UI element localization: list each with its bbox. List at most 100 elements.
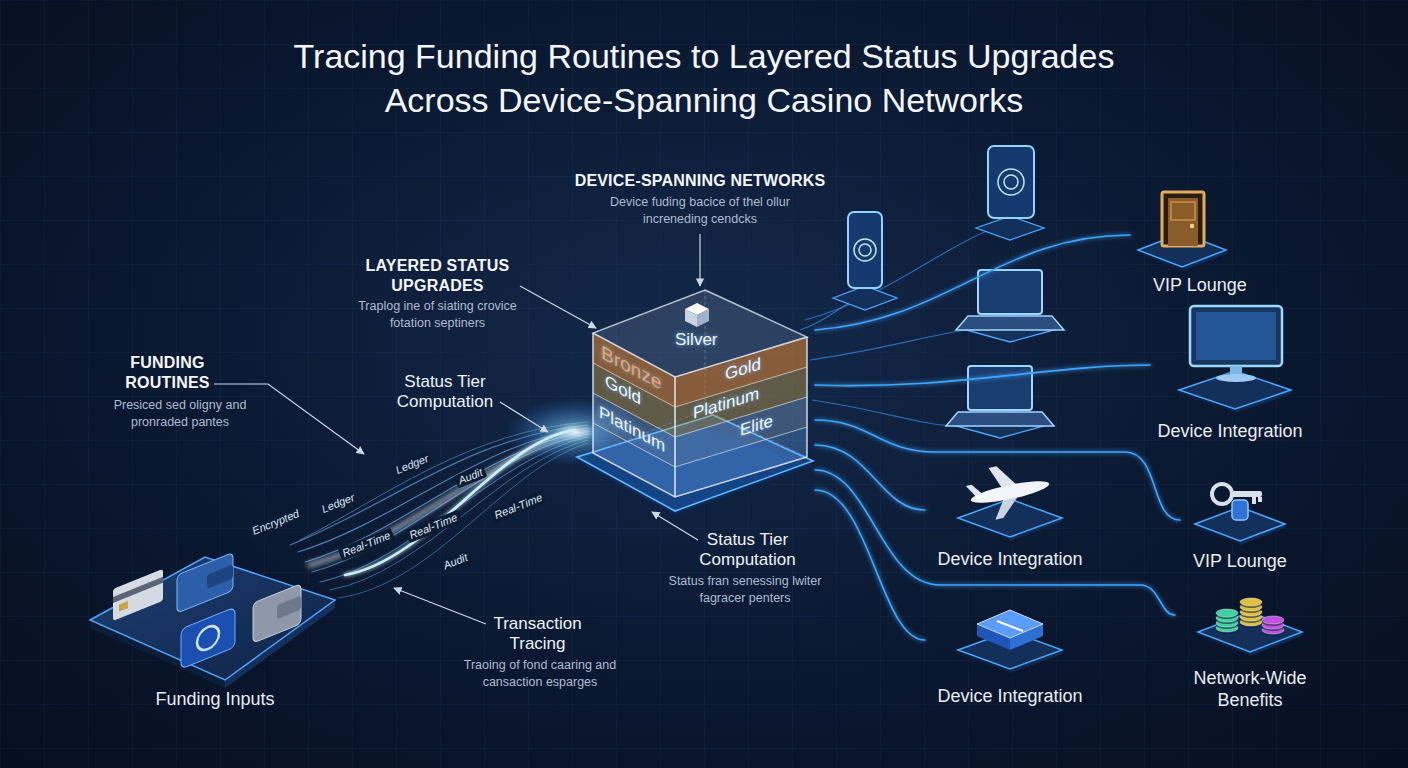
tier-label: Silver	[675, 330, 718, 350]
laptop-icon	[946, 412, 1054, 426]
funding-platform-shape	[90, 557, 335, 680]
benefit-tile-shape	[1216, 374, 1256, 382]
benefit-tile-shape	[958, 456, 1062, 541]
funding-platform-shape	[113, 577, 163, 603]
callout-note: Traoing of fond caaring and cansaction e…	[445, 657, 635, 691]
tablet-icon	[998, 169, 1024, 195]
leader-lines	[699, 234, 700, 286]
tile-label: Device Integration	[925, 548, 1095, 570]
callout-label: Transaction Tracing	[475, 614, 600, 654]
benefit-tile-shape	[1168, 198, 1198, 246]
stream-tag: Real-Time	[490, 490, 547, 523]
stream-tag: Ledger	[317, 490, 359, 517]
benefit-tile-shape	[1171, 202, 1195, 220]
funding-platform-shape	[197, 623, 219, 654]
leader-lines	[652, 512, 698, 540]
benefit-tile-shape	[1190, 306, 1282, 366]
funding-platform-shape	[253, 584, 301, 643]
tile-label: Device Integration	[925, 685, 1095, 707]
callout-note: Presiced sed oligny and pronraded pantes	[95, 397, 265, 431]
funding-platform-shape	[90, 552, 335, 688]
funding-stream	[338, 443, 588, 598]
benefit-tile-shape	[1198, 598, 1302, 656]
funding-platform-shape	[181, 607, 235, 669]
benefit-tile: VIP Lounge	[1180, 470, 1300, 574]
funding-platform: Funding Inputs	[85, 545, 345, 715]
diagram-title: Tracing Funding Routines to Layered Stat…	[264, 34, 1144, 122]
callout-heading: DEVICE-SPANNING NETWORKS	[550, 171, 850, 191]
tablet-icon	[988, 146, 1034, 218]
stream-tag: Real-Time	[338, 528, 395, 561]
laptop-icon	[946, 366, 1054, 426]
device-links	[810, 330, 966, 360]
leader-lines	[214, 234, 700, 624]
stream-tag: Encrypted	[248, 506, 304, 539]
benefit-tile-shape	[1196, 312, 1276, 360]
callout-heading: LAYERED STATUS UPGRADES	[345, 256, 530, 296]
benefit-tile-shape	[1162, 192, 1204, 246]
funding-platform-shape	[177, 552, 233, 613]
callout-note: Device fuding bacice of thel ollur incre…	[585, 194, 815, 228]
status-cube-shape	[593, 333, 807, 497]
callout-heading: FUNDING ROUTINES	[110, 353, 225, 393]
benefit-tile: Device Integration	[1150, 300, 1310, 445]
connector	[815, 490, 925, 640]
benefit-tile-shape	[1212, 484, 1232, 504]
funding-platform-shape	[181, 607, 235, 669]
benefit-tile-shape	[1195, 484, 1285, 545]
status-cube-shape	[685, 309, 697, 327]
stream-tag: Ledger	[391, 451, 433, 478]
phone-icon	[854, 239, 876, 261]
callout-note: Traplog ine of siating crovice fotation …	[345, 298, 530, 332]
tile-label: VIP Lounge	[1180, 550, 1300, 572]
callout-label: Status Tier Computation	[385, 372, 505, 412]
tile-label: VIP Lounge	[1130, 274, 1270, 296]
tile-label: Device Integration	[1150, 420, 1310, 442]
connector	[815, 445, 925, 510]
benefit-tile-shape	[1262, 616, 1284, 624]
funding-platform-shape	[119, 601, 128, 612]
benefit-tile: VIP Lounge	[1130, 190, 1270, 298]
benefit-tile-shape	[1216, 609, 1238, 617]
funding-platform-shape	[253, 584, 301, 643]
callout-note: Status fran senessing lwiter fagracer pe…	[650, 573, 840, 607]
benefit-tile: Device Integration	[925, 460, 1095, 572]
benefit-tile-shape	[977, 610, 1043, 638]
benefit-tile-shape	[1198, 612, 1302, 652]
leader-lines	[500, 402, 548, 432]
device-pads	[833, 286, 897, 310]
benefit-tile-shape	[1232, 500, 1248, 520]
funding-platform-shape	[113, 569, 163, 621]
phone-icon	[859, 244, 871, 256]
callout-label: Status Tier Computation	[685, 530, 810, 570]
funding-platform-shape	[113, 569, 163, 621]
tablet-icon	[988, 146, 1034, 218]
benefit-tile-shape	[997, 621, 1023, 631]
platform-label: Funding Inputs	[85, 688, 345, 710]
connector	[815, 235, 1130, 330]
funding-platform-shape	[207, 564, 233, 589]
status-cube-shape	[697, 309, 709, 327]
benefit-tile-shape	[969, 477, 1050, 507]
funding-platform-shape	[277, 596, 301, 620]
benefit-tile-shape	[1252, 497, 1256, 504]
leader-lines	[214, 384, 364, 454]
benefit-tile-shape	[1240, 598, 1262, 606]
phone-icon	[848, 212, 882, 288]
benefit-tile-shape	[1190, 224, 1194, 228]
leader-lines	[520, 286, 596, 328]
benefit-tile-shape	[963, 456, 1054, 524]
benefit-tile-shape	[1230, 491, 1262, 497]
benefit-tile-shape	[958, 610, 1062, 673]
stream-tag: Audit	[454, 465, 488, 489]
funding-platform-shape	[177, 552, 233, 613]
status-cube-shape	[577, 290, 813, 515]
status-cube: SilverBronzeGoldGoldPlatinumPlatinumElit…	[575, 285, 815, 515]
benefit-tile-shape	[1258, 497, 1262, 502]
leader-lines	[394, 588, 486, 624]
laptop-icon	[956, 316, 1064, 330]
stream-tag: Audit	[439, 550, 473, 574]
device-links	[805, 232, 985, 320]
